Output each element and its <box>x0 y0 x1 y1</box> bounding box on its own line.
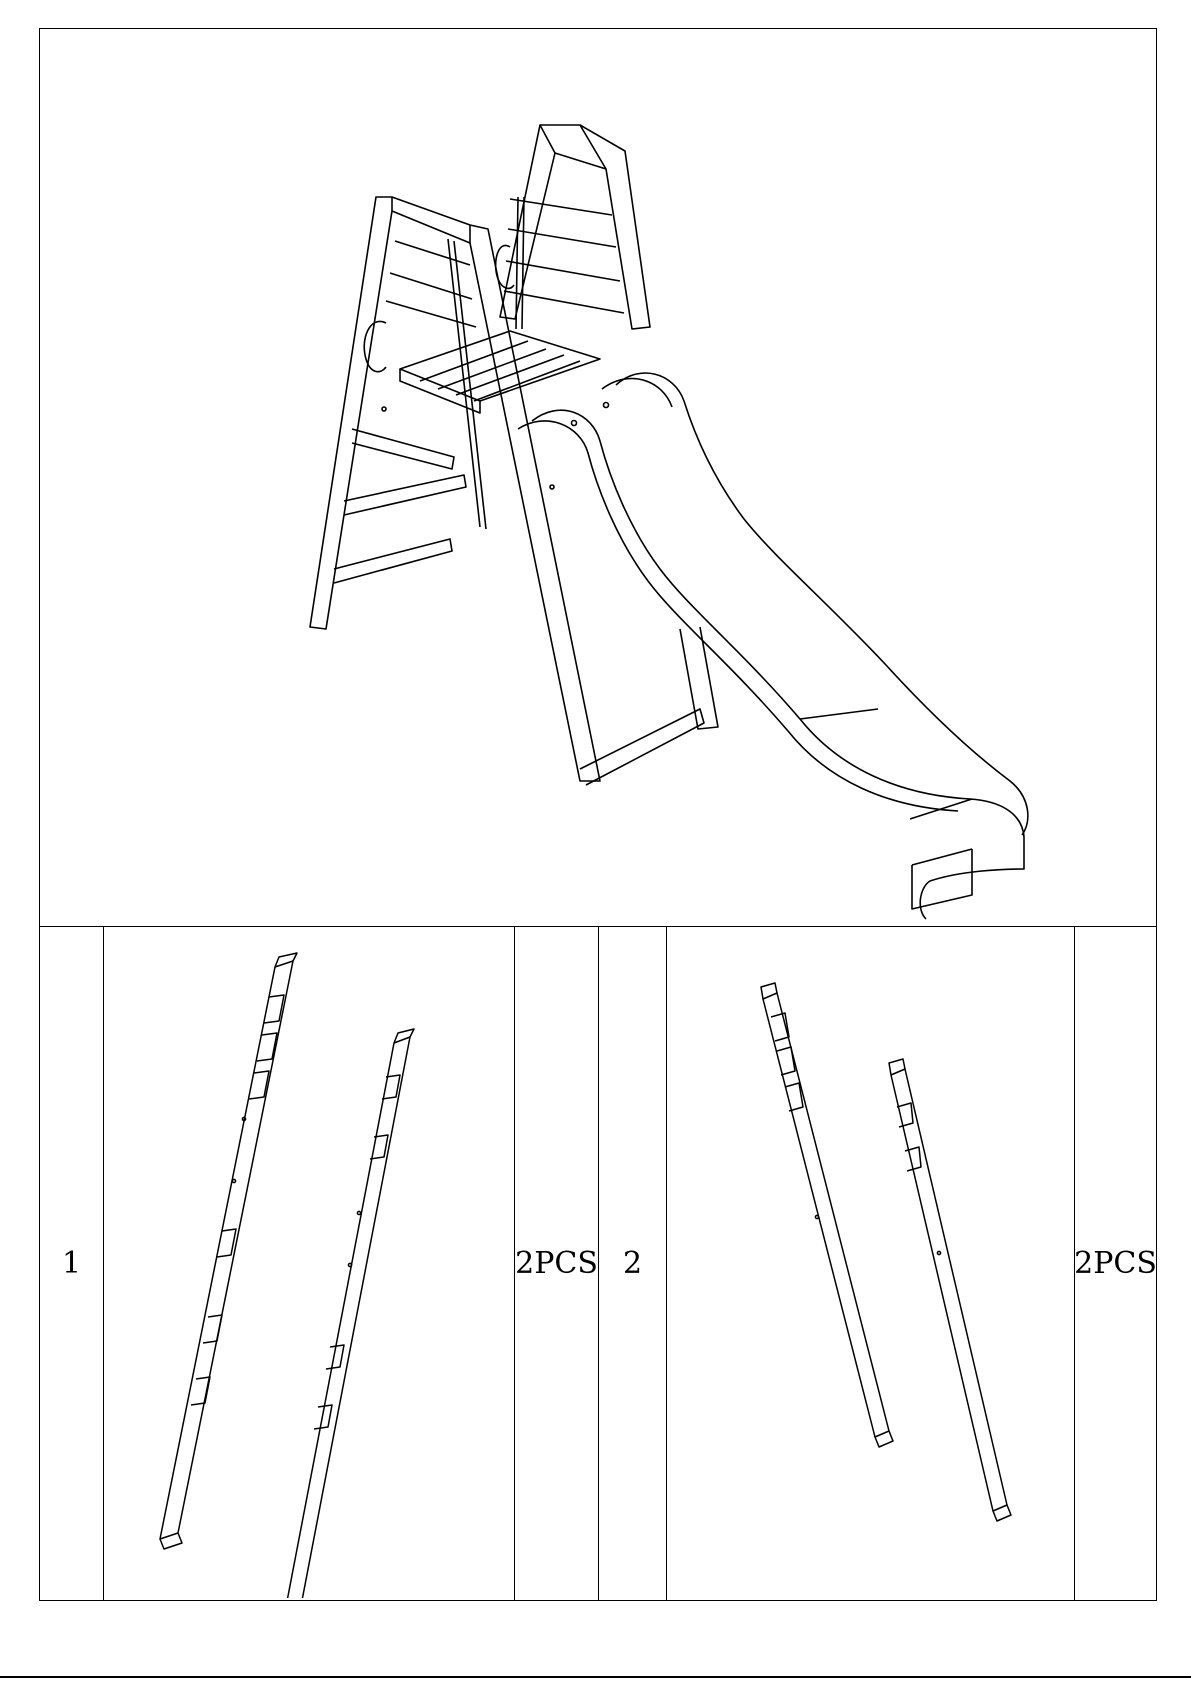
part-quantity-cell: 2PCS <box>1075 927 1156 1600</box>
part-quantity: 2PCS <box>515 1249 598 1279</box>
part-picture-cell <box>104 927 515 1600</box>
part-quantity-cell: 2PCS <box>515 927 599 1600</box>
slide-side-post-pair-icon <box>667 927 1073 1598</box>
part-number-cell: 2 <box>599 927 667 1600</box>
assembly-sheet: 1 <box>39 28 1157 1601</box>
part-number: 1 <box>62 1249 81 1279</box>
parts-row: 1 <box>40 927 1156 1600</box>
part-picture-cell <box>667 927 1075 1600</box>
ladder-side-post-pair-icon <box>104 927 513 1598</box>
part-quantity: 2PCS <box>1074 1249 1157 1279</box>
part-number-cell: 1 <box>40 927 104 1600</box>
slide-tower-icon <box>40 29 1155 925</box>
assembled-slide-illustration <box>40 29 1156 927</box>
page-bottom-rule <box>0 1676 1191 1678</box>
part-number: 2 <box>623 1249 642 1279</box>
